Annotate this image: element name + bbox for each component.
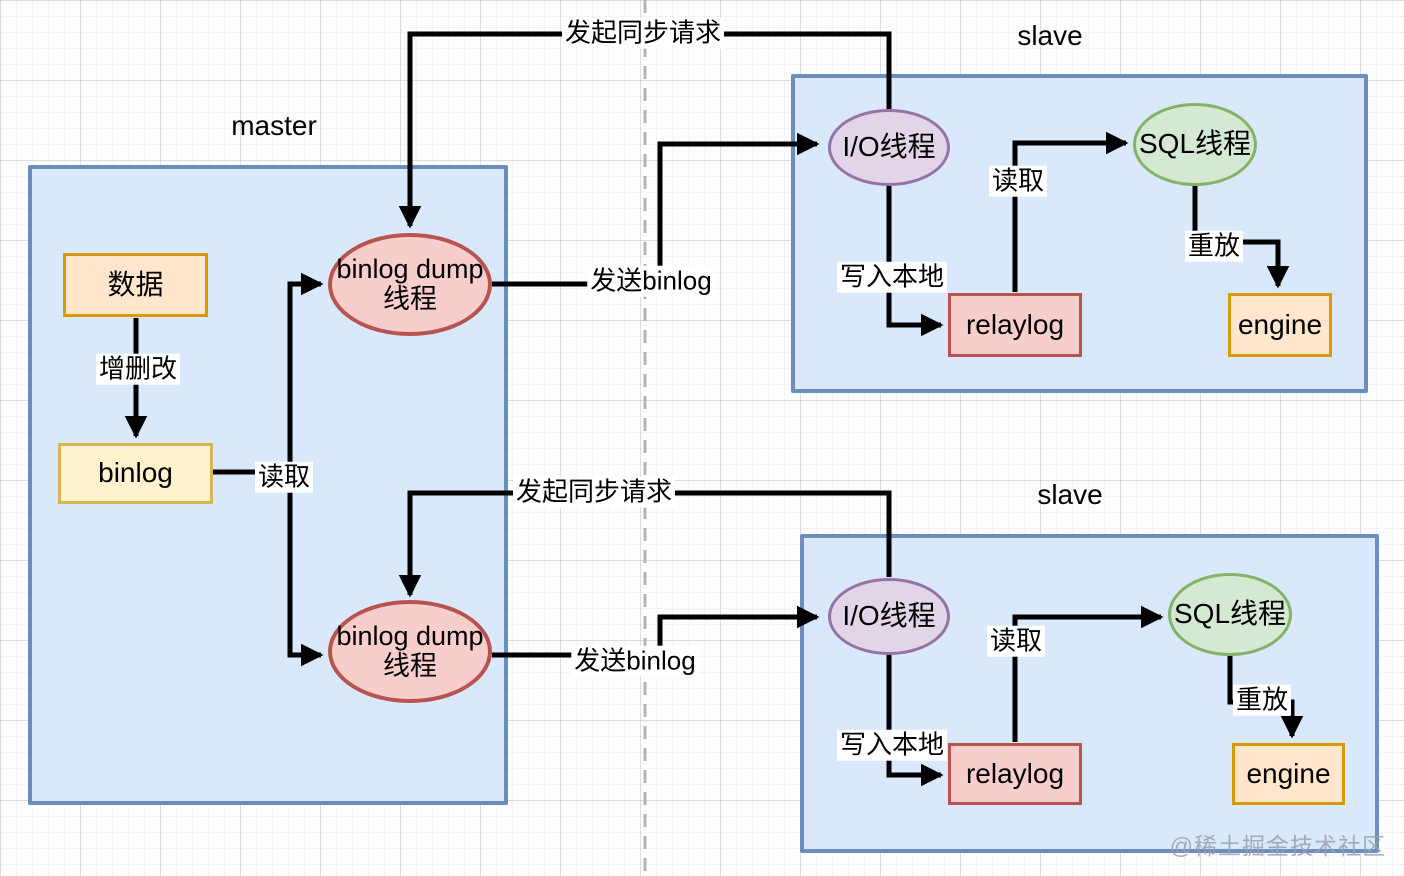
sql-thread-node-1: SQL线程 [1133, 103, 1257, 186]
edge-read-to-dump-thread-1 [287, 272, 324, 472]
label-read-slave-2: 读取 [986, 625, 1046, 657]
engine-node-2: engine [1232, 743, 1345, 805]
relaylog-node-1: relaylog [948, 293, 1082, 357]
label-write-local-2: 写入本地 [836, 729, 948, 761]
relaylog-node-2: relaylog [948, 743, 1082, 805]
label-read-master: 读取 [254, 461, 314, 493]
binlog-dump-thread-text: binlog dump 线程 [336, 620, 484, 681]
edge-relaylog-read-sql-2 [1012, 605, 1164, 742]
binlog-node: binlog [58, 443, 213, 504]
edge-sync-request-1 [398, 31, 892, 229]
binlog-dump-thread-node-2: binlog dump 线程 [328, 600, 492, 703]
io-thread-node-1: I/O线程 [828, 109, 950, 186]
data-node: 数据 [63, 253, 208, 317]
binlog-dump-thread-text: binlog dump 线程 [336, 253, 484, 314]
watermark: @稀土掘金技术社区 [1169, 833, 1386, 859]
binlog-dump-line2: 线程 [382, 283, 437, 314]
label-crud: 增删改 [95, 353, 181, 385]
slave-top-title: slave [1017, 20, 1083, 51]
binlog-dump-thread-node-1: binlog dump 线程 [328, 233, 492, 336]
edge-read-to-dump-thread-2 [287, 472, 324, 667]
label-sync-request-2: 发起同步请求 [512, 476, 676, 508]
edge-io-write-relaylog-2 [886, 654, 944, 787]
label-replay-2: 重放 [1232, 684, 1292, 716]
edge-io-write-relaylog-1 [886, 185, 944, 337]
io-thread-node-2: I/O线程 [828, 578, 950, 655]
label-read-slave-1: 读取 [988, 165, 1048, 197]
engine-node-1: engine [1228, 293, 1332, 357]
slave-bottom-title: slave [1037, 479, 1103, 510]
label-send-binlog-1: 发送binlog [587, 265, 715, 297]
label-send-binlog-2: 发送binlog [571, 645, 699, 677]
edge-sync-request-2 [398, 490, 892, 598]
edge-send-binlog-1 [492, 132, 820, 287]
label-write-local-1: 写入本地 [836, 261, 948, 293]
label-sync-request-1: 发起同步请求 [561, 17, 725, 49]
edge-relaylog-read-sql-1 [1012, 131, 1129, 292]
binlog-dump-line1: binlog dump [336, 620, 484, 651]
label-replay-1: 重放 [1184, 230, 1244, 262]
binlog-dump-line1: binlog dump [336, 253, 484, 284]
binlog-dump-line2: 线程 [382, 650, 437, 681]
master-title: master [231, 110, 317, 141]
sql-thread-node-2: SQL线程 [1168, 573, 1292, 656]
